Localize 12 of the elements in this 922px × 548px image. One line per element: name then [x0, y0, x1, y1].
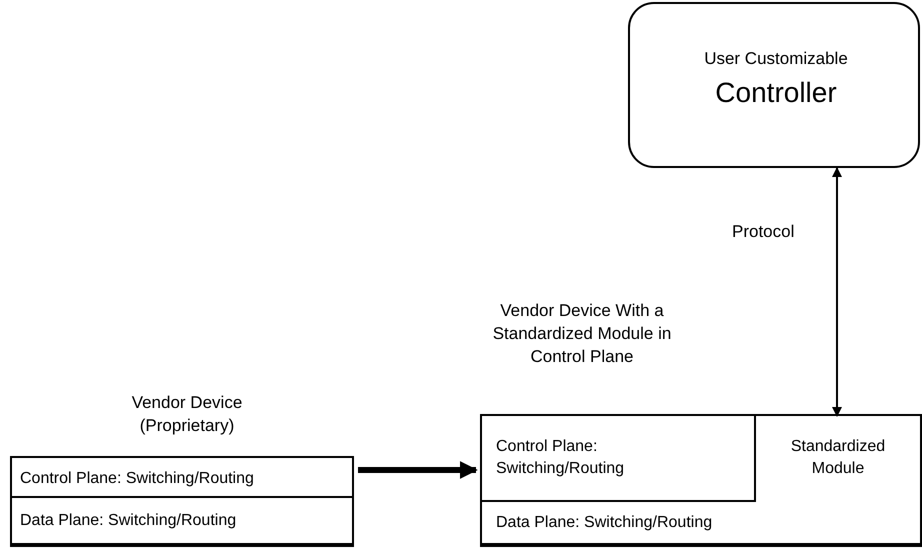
- device-heading: Vendor Device (Proprietary): [130, 392, 244, 437]
- arrow: [358, 461, 478, 479]
- node-label: Data Plane: Switching/Routing: [496, 513, 714, 533]
- node-label: Controller: [714, 76, 838, 110]
- node-label: Control Plane: Switching/Routing: [20, 469, 255, 489]
- controller-box: [628, 2, 920, 168]
- device-heading: Vendor Device With a Standardized Module in Control Plane: [492, 300, 672, 368]
- node-label: User Customizable: [703, 48, 849, 70]
- node-label: Control Plane: Switching/Routing: [496, 437, 626, 479]
- arrow: [832, 167, 842, 417]
- node-label: Standardized Module: [790, 437, 886, 479]
- node-label: Data Plane: Switching/Routing: [20, 511, 238, 531]
